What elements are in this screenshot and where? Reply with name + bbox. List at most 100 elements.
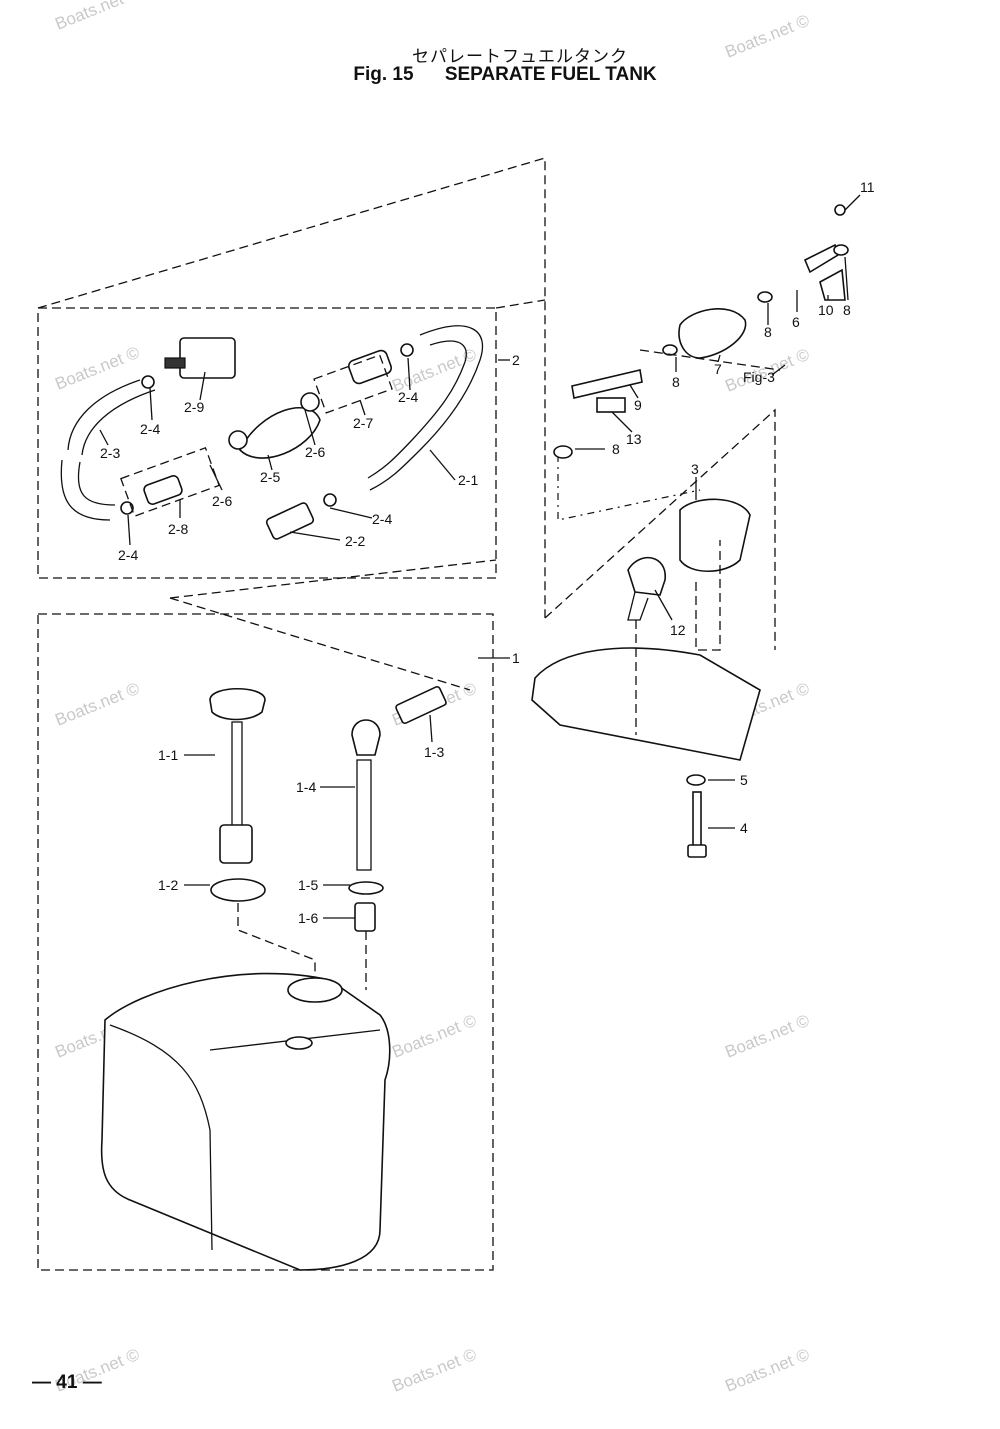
mount-bracket	[819, 268, 846, 301]
hose-clamp	[400, 343, 414, 357]
check-valve-subframe	[120, 446, 220, 518]
callout-2-7: 2-7	[353, 415, 373, 431]
callout-labels: 1 1-1 1-2 1-3 1-4 1-5 1-6 2 2-1 2-2 2-3 …	[100, 179, 875, 926]
clip	[553, 445, 573, 459]
connector-fitting	[347, 349, 393, 385]
gauge-gasket	[210, 878, 266, 902]
page-number: — 41 —	[32, 1372, 102, 1393]
leader-line	[557, 455, 701, 521]
watermark: Boats.net ©	[722, 11, 812, 62]
fuel-connector-receptacle	[679, 498, 751, 572]
washer	[686, 774, 706, 786]
projection-line	[169, 597, 471, 691]
callout-1-3: 1-3	[424, 744, 444, 760]
leader-line	[639, 349, 781, 371]
callout-2-6: 2-6	[305, 444, 325, 460]
callout-1-2: 1-2	[158, 877, 178, 893]
watermark: Boats.net ©	[52, 343, 142, 394]
callout-8: 8	[672, 374, 680, 390]
clip	[833, 244, 849, 256]
bolt-shank	[692, 791, 702, 848]
fuel-tank-body	[100, 972, 391, 1271]
hose-nipple	[164, 357, 186, 369]
leader-line	[695, 540, 721, 651]
fuel-hose-assembly-frame	[37, 307, 497, 579]
callout-1-1: 1-1	[158, 747, 178, 763]
primer-bulb	[239, 406, 321, 459]
fuel-gauge-stem	[231, 721, 243, 828]
fuel-tank-assembly	[100, 685, 447, 1271]
connector-lever	[627, 556, 666, 596]
figure-number: Fig. 15	[353, 64, 414, 85]
filler-cap	[209, 687, 266, 721]
callout-2: 2	[512, 352, 520, 368]
callout-1-5: 1-5	[298, 877, 318, 893]
fuel-filter	[678, 308, 747, 359]
callout-2-4: 2-4	[372, 511, 392, 527]
hose-clamp	[323, 493, 337, 507]
engine-side-fittings	[531, 204, 849, 858]
connector-lever-arm	[627, 591, 649, 621]
callout-1: 1	[512, 650, 520, 666]
fuel-connector	[265, 502, 315, 540]
callout-2-4: 2-4	[398, 389, 418, 405]
callout-2-4: 2-4	[140, 421, 160, 437]
group-frames	[37, 157, 776, 1271]
joint-pipe	[803, 243, 839, 274]
callout-leaders	[99, 194, 861, 919]
callout-3: 3	[691, 461, 699, 477]
fig-ref-arrow	[771, 364, 786, 376]
projection-line	[169, 559, 497, 599]
callout-2-2: 2-2	[345, 533, 365, 549]
screw	[834, 204, 846, 216]
fuel-tank-assembly-frame	[37, 613, 494, 1271]
pickup-elbow	[351, 719, 381, 756]
callout-8: 8	[612, 441, 620, 457]
projection-line	[495, 299, 546, 309]
projection-line	[544, 408, 776, 650]
bolt-head	[687, 844, 707, 858]
watermark: Boats.net ©	[52, 679, 142, 730]
callout-8: 8	[843, 302, 851, 318]
callout-8: 8	[764, 324, 772, 340]
callout-6: 6	[792, 314, 800, 330]
pickup-strainer	[354, 902, 376, 932]
watermark: Boats.net ©	[52, 0, 142, 34]
figure-name: SEPARATE FUEL TANK	[444, 64, 657, 85]
hose-section	[60, 459, 116, 521]
engine-cover-outline	[531, 647, 761, 761]
bulb-check-valve	[300, 392, 320, 412]
fuel-hose-assembly	[60, 325, 484, 540]
callout-4: 4	[740, 820, 748, 836]
callout-13: 13	[626, 431, 642, 447]
tank-outlet-port	[285, 1036, 313, 1050]
callout-9: 9	[634, 397, 642, 413]
callout-2-6: 2-6	[212, 493, 232, 509]
callout-5: 5	[740, 772, 748, 788]
clip	[757, 291, 773, 303]
projection-line	[37, 157, 546, 618]
figure-title: Fig. 15 SEPARATE FUEL TANK	[0, 64, 1000, 86]
callout-7: 7	[714, 361, 722, 377]
watermark: Boats.net ©	[722, 1011, 812, 1062]
callout-12: 12	[670, 622, 686, 638]
pickup-o-ring	[348, 881, 384, 895]
callout-1-4: 1-4	[296, 779, 316, 795]
hose-section	[67, 379, 156, 456]
callout-1-6: 1-6	[298, 910, 318, 926]
tank-filler-neck	[287, 977, 343, 1003]
fig-reference: Fig-3	[743, 369, 775, 385]
bulb-check-valve	[228, 430, 248, 450]
check-valve-subframe	[313, 354, 393, 414]
callout-2-9: 2-9	[184, 399, 204, 415]
callout-2-8: 2-8	[168, 521, 188, 537]
watermark: Boats.net ©	[389, 1345, 479, 1396]
callout-2-5: 2-5	[260, 469, 280, 485]
hose-clamp	[141, 375, 155, 389]
callout-2-4: 2-4	[118, 547, 138, 563]
callout-2-1: 2-1	[458, 472, 478, 488]
callout-10: 10	[818, 302, 834, 318]
connector-fitting	[143, 475, 183, 505]
